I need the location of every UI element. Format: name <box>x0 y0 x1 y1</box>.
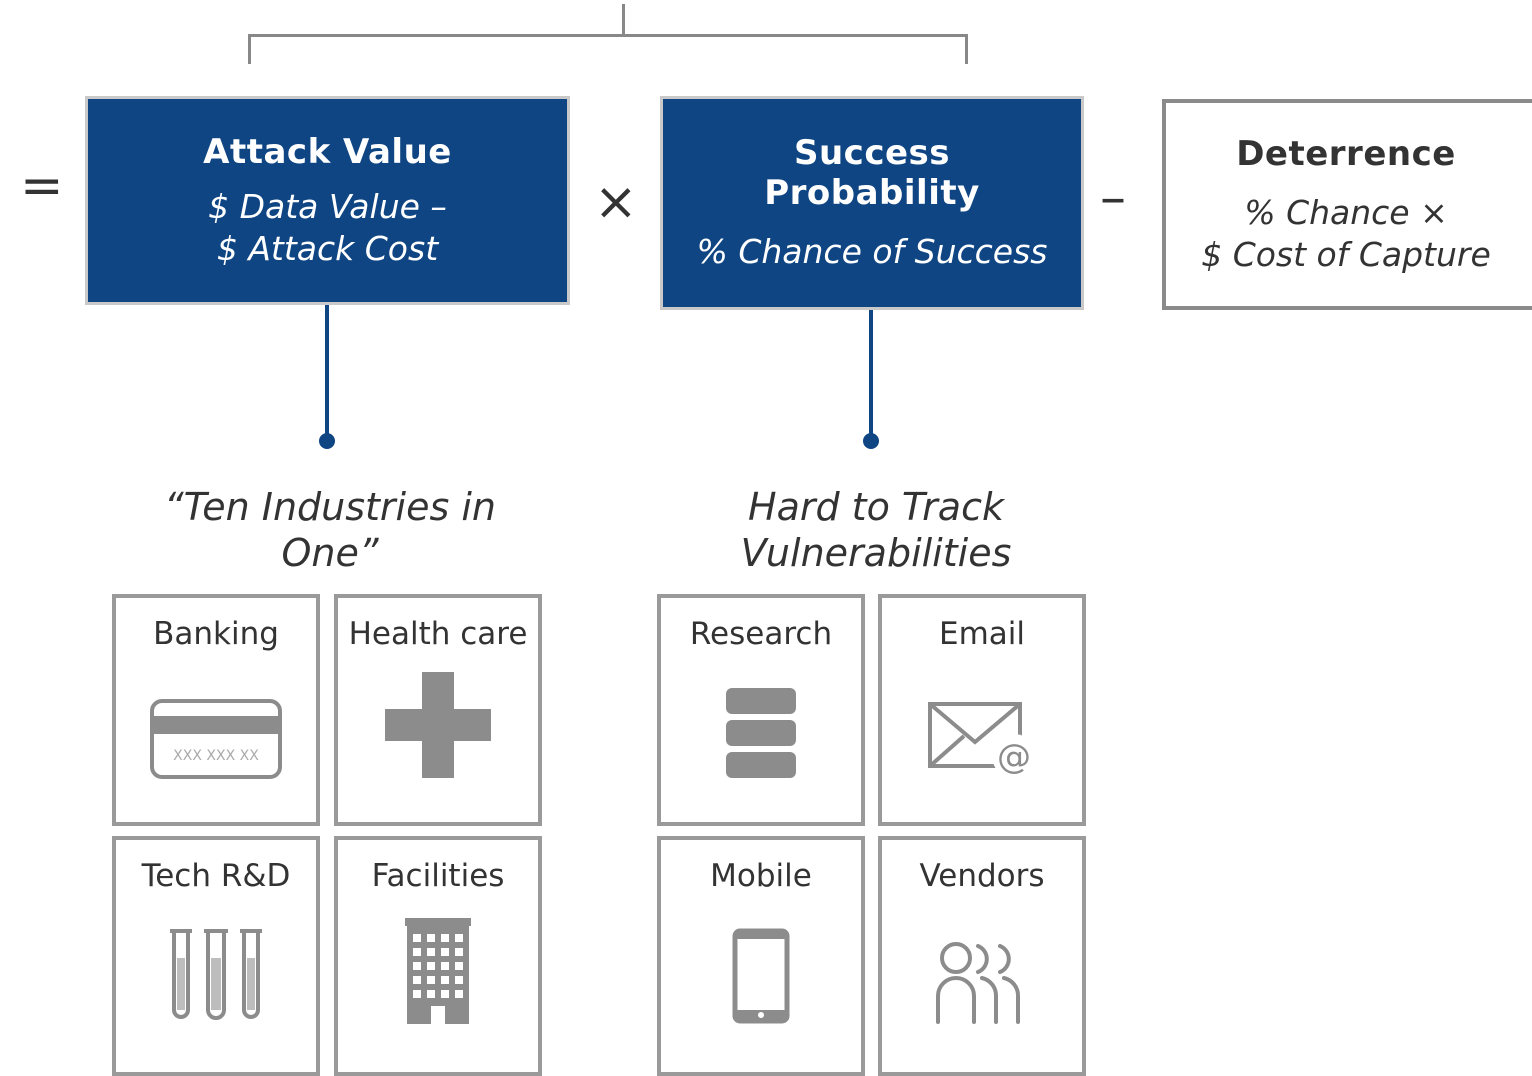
tile-mobile: Mobile <box>657 836 865 1076</box>
bracket-left-leg <box>248 34 251 64</box>
credit-card-icon: XXX XXX XX <box>149 698 283 784</box>
tile-label: Banking <box>153 616 279 652</box>
deterrence-formula-line1: % Chance × <box>1244 192 1448 232</box>
database-icon <box>724 686 798 784</box>
equals-operator: = <box>20 156 64 216</box>
attack-value-connector <box>325 305 329 435</box>
success-probability-connector <box>869 310 873 435</box>
attack-value-box: Attack Value $ Data Value – $ Attack Cos… <box>85 96 570 305</box>
right-group-heading: Hard to Track Vulnerabilities <box>656 484 1096 576</box>
tile-facilities: Facilities <box>334 836 542 1076</box>
tile-label: Mobile <box>710 858 812 894</box>
bracket-right-leg <box>965 34 968 64</box>
right-group-heading-line2: Vulnerabilities <box>740 531 1012 575</box>
tile-label: Facilities <box>371 858 505 894</box>
success-probability-title: Success Probability <box>764 133 980 213</box>
tile-tech-rd: Tech R&D <box>112 836 320 1076</box>
times-operator: × <box>594 172 638 232</box>
attack-value-formula-line2: $ Attack Cost <box>216 228 439 268</box>
tile-email: Email @ <box>878 594 1086 826</box>
tile-vendors: Vendors <box>878 836 1086 1076</box>
bracket-bar <box>248 34 968 37</box>
right-group-heading-line1: Hard to Track <box>748 485 1004 529</box>
success-probability-box: Success Probability % Chance of Success <box>660 96 1084 310</box>
building-icon <box>405 918 471 1028</box>
tile-health-care: Health care <box>334 594 542 826</box>
attack-value-formula: $ Data Value – $ Attack Cost <box>208 186 447 270</box>
tile-label: Tech R&D <box>141 858 291 894</box>
deterrence-formula-line2: $ Cost of Capture <box>1201 234 1491 274</box>
medical-cross-icon <box>383 670 493 784</box>
people-icon <box>934 938 1030 1028</box>
tile-label: Health care <box>348 616 528 652</box>
attack-value-connector-dot <box>319 433 335 449</box>
attack-value-formula-line1: $ Data Value – <box>208 186 447 226</box>
svg-text:@: @ <box>997 737 1031 777</box>
tile-research: Research <box>657 594 865 826</box>
deterrence-box: Deterrence % Chance × $ Cost of Capture <box>1162 99 1532 310</box>
success-probability-title-line2: Probability <box>764 173 980 213</box>
minus-operator: – <box>1100 168 1126 228</box>
success-probability-connector-dot <box>863 433 879 449</box>
email-icon: @ <box>926 700 1038 784</box>
tile-label: Research <box>689 616 833 652</box>
deterrence-title: Deterrence <box>1236 133 1456 174</box>
test-tubes-icon <box>166 928 266 1028</box>
success-probability-formula: % Chance of Success <box>696 232 1048 271</box>
tile-label: Vendors <box>919 858 1045 894</box>
success-probability-title-line1: Success <box>793 133 951 173</box>
card-number-text: XXX XXX XX <box>173 748 259 764</box>
deterrence-formula: % Chance × $ Cost of Capture <box>1201 192 1491 276</box>
left-group-heading: “Ten Industries in One” <box>110 484 550 576</box>
tile-label: Email <box>938 616 1025 652</box>
left-group-heading-line1: “Ten Industries in <box>163 485 497 529</box>
left-group-heading-line2: One” <box>281 531 379 575</box>
bracket-stem <box>622 4 625 35</box>
tile-banking: Banking XXX XXX XX <box>112 594 320 826</box>
attack-value-title: Attack Value <box>203 131 452 172</box>
smartphone-icon <box>732 928 790 1028</box>
